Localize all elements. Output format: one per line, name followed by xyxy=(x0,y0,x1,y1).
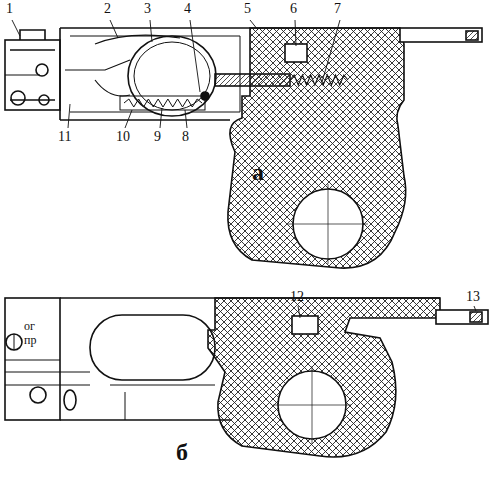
view-letter: б xyxy=(176,440,188,464)
callout-number: 4 xyxy=(184,2,191,16)
callout-number: 8 xyxy=(182,130,189,144)
callout-number: 6 xyxy=(290,2,297,16)
callout-number: 10 xyxy=(116,130,130,144)
callout-number: 13 xyxy=(466,290,480,304)
view-b xyxy=(5,298,488,457)
callout-number: 1 xyxy=(6,2,13,16)
view-a xyxy=(5,20,482,268)
mode-marking: ог xyxy=(24,320,35,332)
mode-marking: пр xyxy=(24,334,36,346)
callout-number: 5 xyxy=(244,2,251,16)
view-letter: а xyxy=(252,160,264,184)
callout-number: 7 xyxy=(334,2,341,16)
callout-number: 12 xyxy=(290,290,304,304)
callout-number: 3 xyxy=(144,2,151,16)
callout-number: 2 xyxy=(104,2,111,16)
callout-number: 9 xyxy=(154,130,161,144)
callout-number: 11 xyxy=(58,130,71,144)
